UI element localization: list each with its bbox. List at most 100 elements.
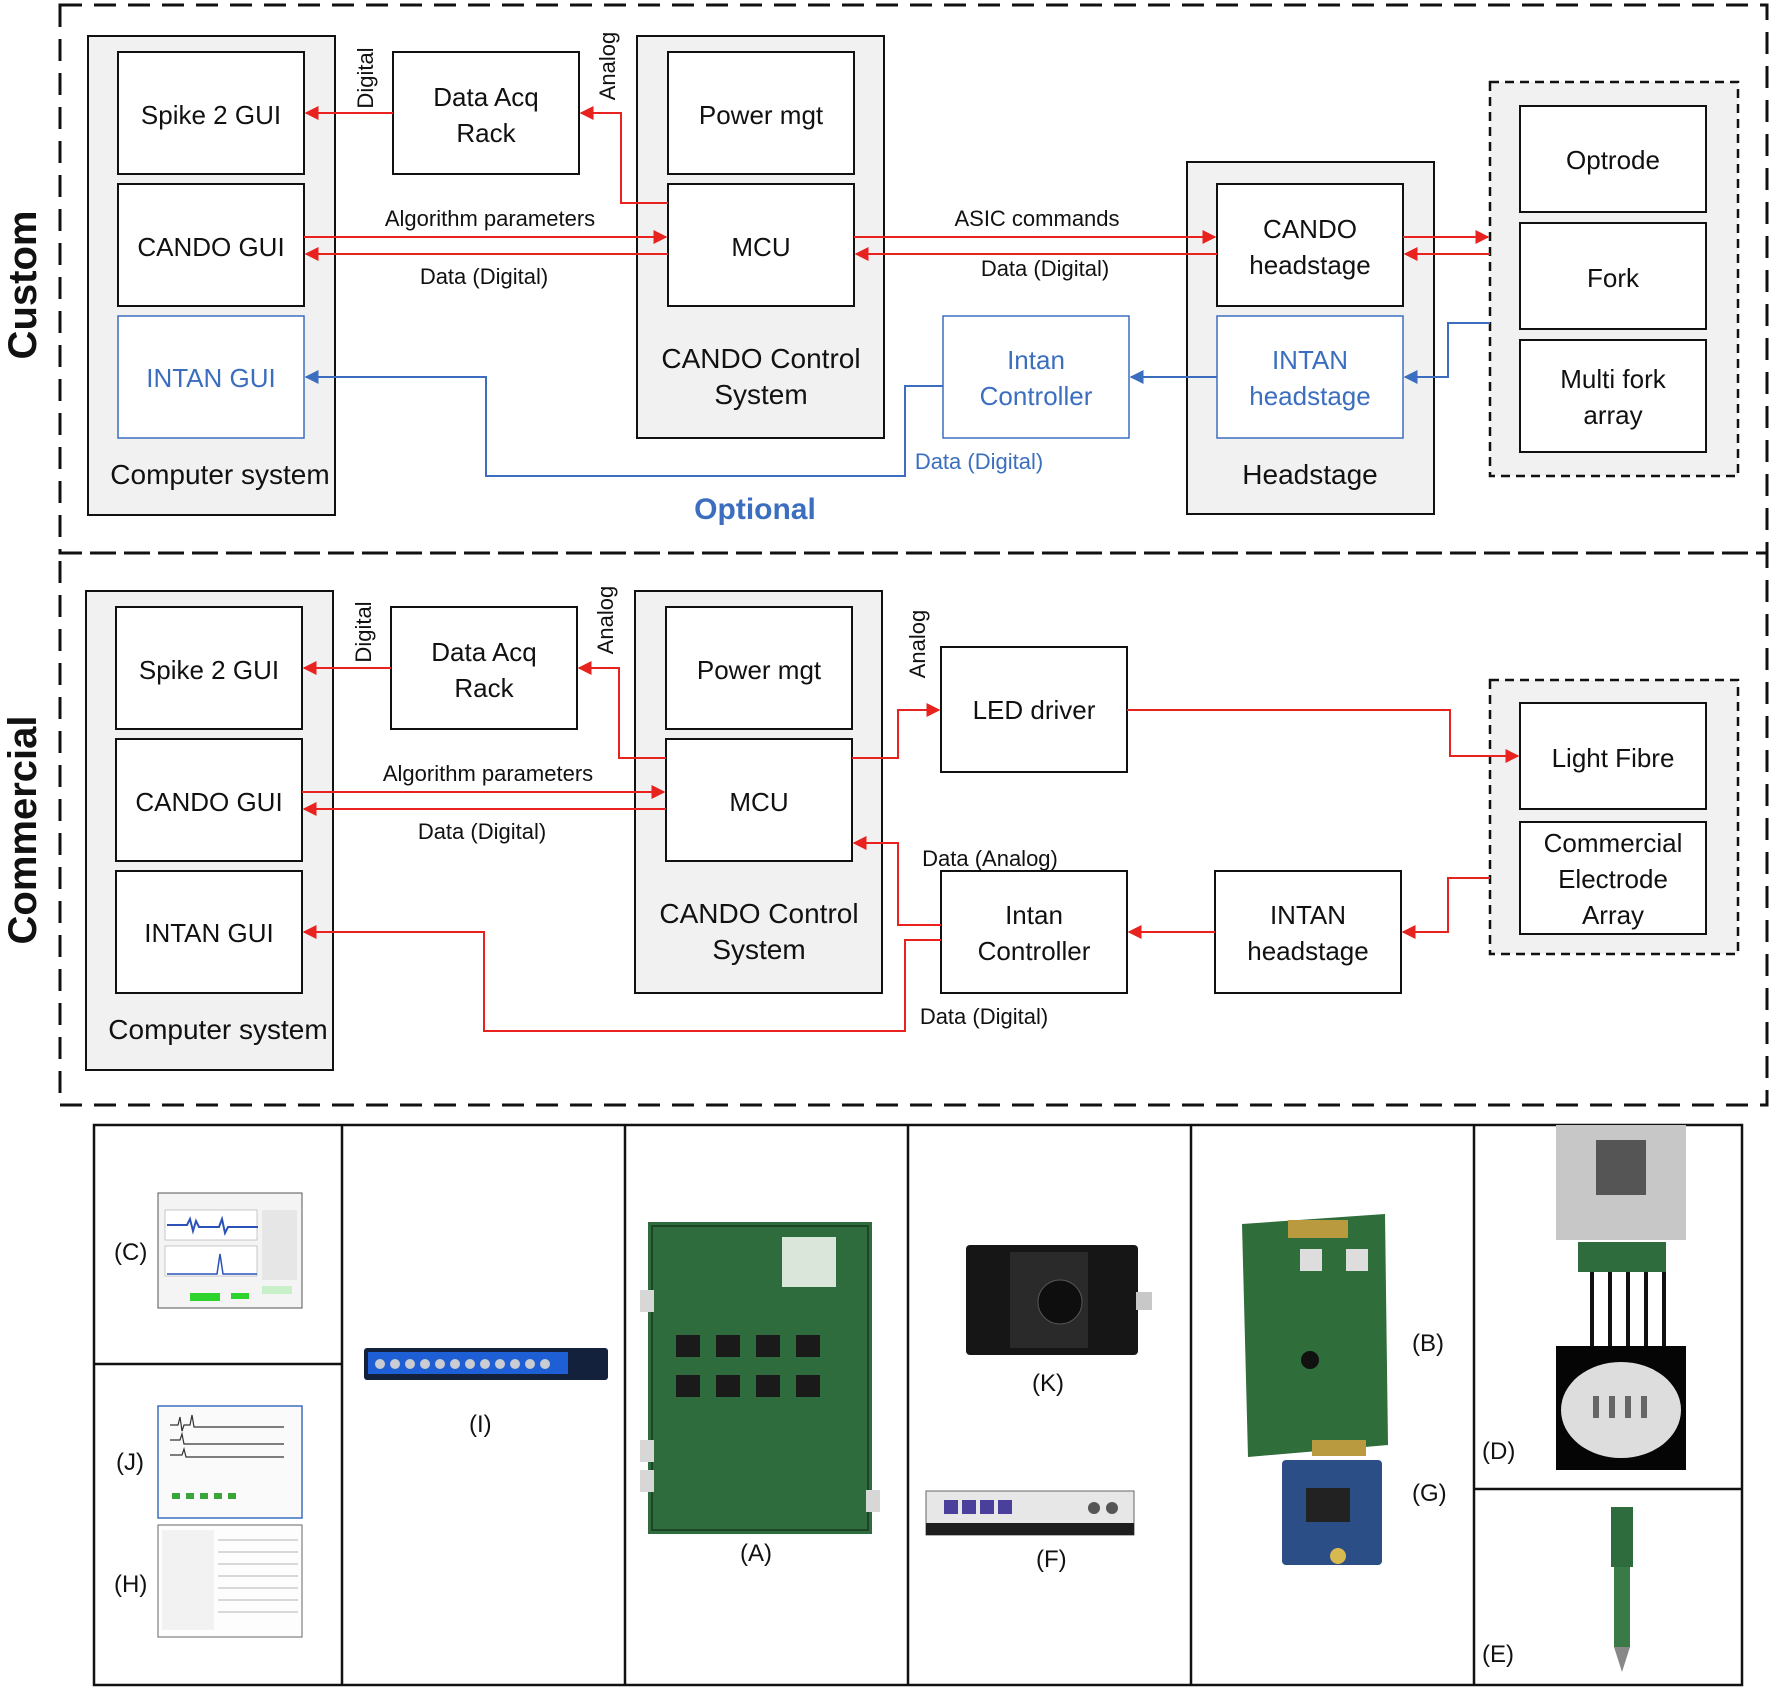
- custom-signal-lines: [304, 106, 1490, 477]
- custom-multi-fork-line1: Multi fork: [1560, 364, 1666, 394]
- comm-electrode-array-line3: Array: [1582, 900, 1644, 930]
- comm-bottom-data-digital-label: Data (Digital): [920, 1004, 1048, 1029]
- comm-data-digital-label: Data (Digital): [418, 819, 546, 844]
- comm-daq-line1: Data Acq: [431, 637, 537, 667]
- comm-intan-headstage-line1: INTAN: [1270, 900, 1346, 930]
- custom-daq-line1: Data Acq: [433, 82, 539, 112]
- comm-intan-gui-box: [115, 870, 303, 994]
- custom-intan-controller-box: [942, 315, 1130, 439]
- custom-optrode-box: [1519, 105, 1707, 213]
- custom-intan-gui-box: [117, 315, 305, 439]
- comm-intan-gui-label: INTAN GUI: [144, 918, 274, 948]
- custom-intan-headstage-line2: headstage: [1249, 381, 1370, 411]
- comm-intan-headstage-line2: headstage: [1247, 936, 1368, 966]
- custom-multi-fork-box: [1519, 339, 1707, 453]
- custom-probe-to-intan-headstage-arrow: [1403, 322, 1490, 384]
- photo-label-a: (A): [740, 1540, 772, 1567]
- comm-mcu-box: [665, 738, 853, 862]
- photo-label-c: (C): [114, 1239, 148, 1266]
- photo-label-i: (I): [469, 1411, 492, 1438]
- comm-intan-controller-line1: Intan: [1005, 900, 1063, 930]
- custom-control-title-line2: System: [714, 379, 807, 410]
- custom-cando-gui-box: [117, 183, 305, 307]
- comm-electrode-array-line2: Electrode: [1558, 864, 1668, 894]
- custom-cando-headstage-box: [1216, 183, 1404, 307]
- daq-rack-photo: [364, 1348, 608, 1380]
- comm-mcu-to-led-arrow: [852, 703, 941, 759]
- comm-signal-lines: [302, 661, 1520, 1032]
- photo-label-g: (G): [1412, 1480, 1447, 1507]
- photo-label-e: (E): [1482, 1641, 1514, 1668]
- custom-mcu-to-daq-arrow: [579, 106, 668, 204]
- comm-daq-line2: Rack: [454, 673, 514, 703]
- photo-label-f: (F): [1036, 1546, 1067, 1573]
- custom-mcu-box: [667, 183, 855, 307]
- comm-digital-label: Digital: [351, 601, 376, 662]
- comm-mcu-to-daq-arrow: [577, 661, 666, 759]
- custom-data-digital-label: Data (Digital): [420, 264, 548, 289]
- custom-opt-data-digital-label: Data (Digital): [915, 449, 1043, 474]
- section-label-custom: Custom: [1, 211, 45, 360]
- photo-label-h: (H): [114, 1571, 148, 1598]
- comm-intan-controller-line2: Controller: [978, 936, 1091, 966]
- comm-data-analog-label: Data (Analog): [922, 846, 1058, 871]
- custom-intan-headstage-box: [1216, 315, 1404, 439]
- comm-mcu-label: MCU: [729, 787, 788, 817]
- custom-optrode-label: Optrode: [1566, 145, 1660, 175]
- custom-analog-label: Analog: [595, 32, 620, 101]
- comm-daq-rack-box: [390, 606, 578, 730]
- photo-label-k: (K): [1032, 1370, 1064, 1397]
- led-driver-photo: [966, 1245, 1152, 1355]
- comm-spike2-gui-label: Spike 2 GUI: [139, 655, 279, 685]
- comm-intan-controller-box: [940, 870, 1128, 994]
- settings-window-screenshot-photo: [157, 1524, 303, 1638]
- custom-intan-headstage-line1: INTAN: [1272, 345, 1348, 375]
- comm-light-fibre-label: Light Fibre: [1552, 743, 1675, 773]
- custom-asic-commands-label: ASIC commands: [954, 206, 1119, 231]
- custom-daq-rack-box: [392, 51, 580, 175]
- custom-cando-gui-label: CANDO GUI: [137, 232, 284, 262]
- intan-recording-controller-photo: [925, 1490, 1135, 1536]
- intan-gui-screenshot-photo: [157, 1405, 303, 1519]
- commercial-section-frame: [58, 551, 1769, 1107]
- comm-power-mgt-box: [665, 606, 853, 730]
- custom-spike2-gui-label: Spike 2 GUI: [141, 100, 281, 130]
- comm-electrode-array-box: [1519, 821, 1707, 935]
- intan-headstage-pcb-photo: [1282, 1460, 1382, 1565]
- cando-control-pcb-photo: [640, 1222, 880, 1534]
- comm-controller-to-mcu-arrow: [852, 836, 941, 926]
- custom-intan-controller-line2: Controller: [980, 381, 1093, 411]
- custom-hs-data-digital-label: Data (Digital): [981, 256, 1109, 281]
- custom-intan-gui-label: INTAN GUI: [146, 363, 276, 393]
- multi-fork-array-photo: [1556, 1125, 1686, 1470]
- custom-daq-line2: Rack: [456, 118, 516, 148]
- photo-label-d: (D): [1482, 1438, 1516, 1465]
- comm-control-title-line1: CANDO Control: [659, 898, 858, 929]
- comm-led-analog-label: Analog: [905, 610, 930, 679]
- photo-label-b: (B): [1412, 1330, 1444, 1357]
- section-label-commercial: Commercial: [1, 716, 45, 945]
- custom-cando-headstage-line1: CANDO: [1263, 214, 1357, 244]
- custom-fork-box: [1519, 222, 1707, 330]
- comm-led-driver-label: LED driver: [973, 695, 1096, 725]
- custom-mcu-label: MCU: [731, 232, 790, 262]
- comm-analog-label: Analog: [593, 586, 618, 655]
- photo-panel-grid: [92, 1123, 1744, 1687]
- comm-cando-gui-box: [115, 738, 303, 862]
- cando-headstage-pcb-photo: [1242, 1214, 1388, 1457]
- commercial-electrode-array-photo: [1611, 1507, 1633, 1672]
- comm-spike2-gui-box: [115, 606, 303, 730]
- comm-controller-to-intan-gui-arrow: [302, 925, 941, 1032]
- custom-digital-label: Digital: [353, 47, 378, 108]
- custom-cando-headstage-line2: headstage: [1249, 250, 1370, 280]
- comm-intan-headstage-box: [1214, 870, 1402, 994]
- comm-led-driver-box: [940, 646, 1128, 773]
- custom-controller-to-intan-gui-arrow: [304, 370, 943, 477]
- photo-label-j: (J): [116, 1449, 144, 1476]
- custom-spike2-gui-box: [117, 51, 305, 175]
- custom-fork-label: Fork: [1587, 263, 1640, 293]
- custom-headstage-title: Headstage: [1242, 459, 1377, 490]
- custom-multi-fork-line2: array: [1583, 400, 1642, 430]
- comm-led-to-fibre-arrow: [1127, 709, 1520, 763]
